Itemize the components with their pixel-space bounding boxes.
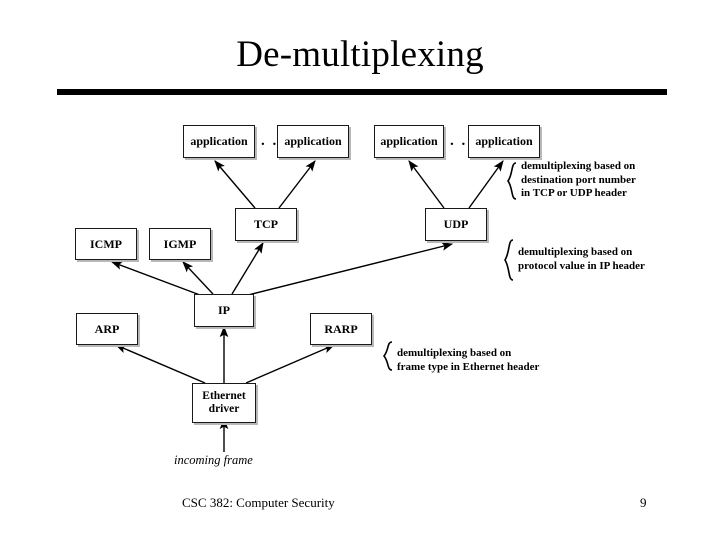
arrow-ethernet-to-arp [114, 344, 206, 384]
arrow-ip-to-igmp [182, 261, 214, 295]
box-ip: IP [194, 294, 254, 327]
annotation-transport-line-1: demultiplexing based on [521, 160, 636, 172]
brace-link [382, 341, 393, 371]
annotation-transport-line-2: destination port number [521, 173, 636, 186]
arrow-ip-to-udp [247, 242, 454, 296]
box-application-2: application [277, 125, 349, 158]
arrow-tcp-to-application-1 [214, 160, 256, 209]
box-arp: ARP [76, 313, 138, 345]
footer-page-number: 9 [640, 495, 647, 510]
box-rarp: RARP [310, 313, 372, 345]
ethernet-driver-line-2: driver [208, 403, 240, 415]
box-application-1: application [183, 125, 255, 158]
annotation-link: demultiplexing based on frame type in Et… [397, 347, 539, 374]
box-ethernet-driver: Ethernet driver [192, 383, 256, 423]
brace-transport [507, 162, 517, 200]
footer-course-label: CSC 382: Computer Security [182, 495, 335, 510]
annotation-link-line-1: demultiplexing based on [397, 347, 512, 359]
incoming-frame-label: incoming frame [174, 453, 253, 467]
arrow-ip-to-icmp [110, 261, 201, 296]
box-igmp: IGMP [149, 228, 211, 260]
annotation-link-line-2: frame type in Ethernet header [397, 360, 540, 373]
annotation-network-line-1: demultiplexing based on [518, 246, 633, 258]
annotation-transport: demultiplexing based on destination port… [521, 160, 636, 201]
box-tcp: TCP [235, 208, 297, 241]
arrow-ethernet-to-rarp [245, 344, 336, 384]
arrow-udp-to-application-3 [408, 160, 445, 209]
box-application-4: application [468, 125, 540, 158]
arrow-udp-to-application-4 [468, 160, 504, 209]
annotation-transport-line-3: in TCP or UDP header [521, 187, 627, 199]
box-icmp: ICMP [75, 228, 137, 260]
page-title: De-multiplexing [236, 34, 484, 75]
arrow-tcp-to-application-2 [278, 160, 316, 209]
box-application-3: application [374, 125, 444, 158]
box-udp: UDP [425, 208, 487, 241]
arrow-ip-to-tcp [231, 242, 264, 295]
annotation-network-line-2: protocol value in IP header [518, 259, 645, 272]
annotation-network: demultiplexing based on protocol value i… [518, 246, 645, 273]
brace-network [504, 239, 514, 281]
title-divider [57, 89, 667, 95]
ethernet-driver-line-1: Ethernet [202, 390, 246, 402]
